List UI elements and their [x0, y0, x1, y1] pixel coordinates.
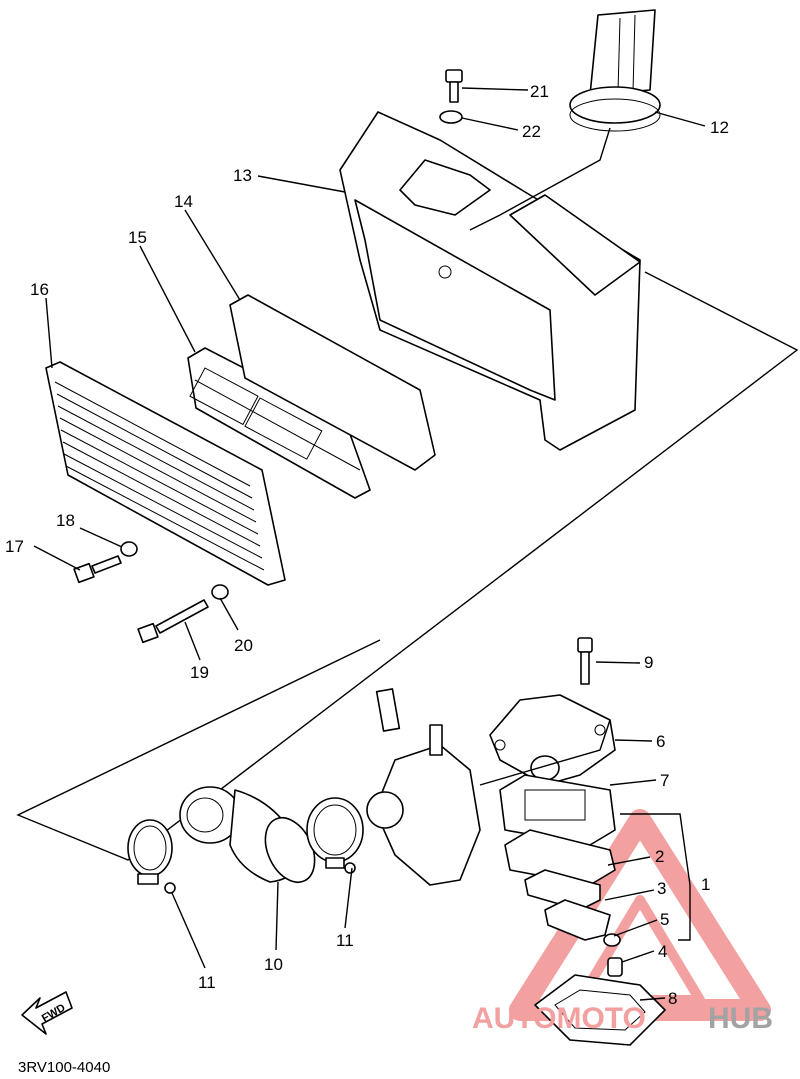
- filter-pad: [229, 294, 436, 471]
- gasket-8: [534, 974, 666, 1046]
- washer-20: [211, 584, 229, 600]
- callout-15: 15: [128, 228, 147, 247]
- callout-3: 3: [657, 879, 666, 898]
- bolt-17: [73, 555, 122, 584]
- callout-6: 6: [656, 732, 665, 751]
- carburetor: [366, 688, 481, 886]
- callout-17: 17: [5, 537, 24, 556]
- filter-element-frame: [187, 347, 371, 499]
- callout-19: 19: [190, 663, 209, 682]
- bolt-9: [577, 637, 593, 685]
- bolt-19: [137, 599, 209, 644]
- callout-20: 20: [234, 636, 253, 655]
- air-filter-case: [339, 111, 641, 451]
- reed-valve-cover: [489, 694, 616, 786]
- callout-2: 2: [655, 847, 664, 866]
- air-filter-cover: [45, 361, 286, 586]
- gasket-7: [499, 774, 616, 846]
- callout-22: 22: [522, 122, 541, 141]
- callout-11-right: 11: [336, 931, 354, 950]
- watermark-part1: AUTOMOTO: [472, 1002, 646, 1035]
- hose-clamp-right: [306, 797, 364, 874]
- washer-18: [120, 541, 138, 557]
- callout-16: 16: [30, 280, 49, 299]
- intake-joint: [569, 9, 661, 132]
- reed-valve-assembly: [504, 829, 623, 977]
- callout-18: 18: [56, 511, 75, 530]
- callout-11-left: 11: [198, 973, 216, 992]
- callout-10: 10: [264, 955, 283, 974]
- callout-21: 21: [530, 82, 549, 101]
- intake-hose: [179, 786, 316, 883]
- bolt-21: [445, 69, 463, 103]
- callout-12: 12: [710, 118, 729, 137]
- callout-4: 4: [658, 942, 667, 961]
- assembly-boundary: [16, 271, 799, 861]
- callout-9: 9: [644, 653, 653, 672]
- watermark-text: AUTOMOTO HUB: [472, 1002, 773, 1035]
- callout-14: 14: [174, 192, 193, 211]
- leader-lines: [33, 87, 706, 1001]
- callout-labels: 1 2 3 4 5 6 7 8 9 10 11 11 12 13 14 15 1…: [5, 82, 729, 1008]
- diagram-code: 3RV100-4040: [18, 1059, 110, 1076]
- washer-22: [439, 110, 463, 124]
- callout-7: 7: [660, 771, 669, 790]
- watermark-part2: HUB: [708, 1002, 773, 1035]
- callout-1: 1: [701, 875, 710, 894]
- callout-5: 5: [660, 910, 669, 929]
- hose-clamp-left: [127, 819, 176, 894]
- callout-8: 8: [668, 989, 677, 1008]
- callout-13: 13: [233, 166, 252, 185]
- fwd-arrow-icon: FWD: [21, 991, 73, 1035]
